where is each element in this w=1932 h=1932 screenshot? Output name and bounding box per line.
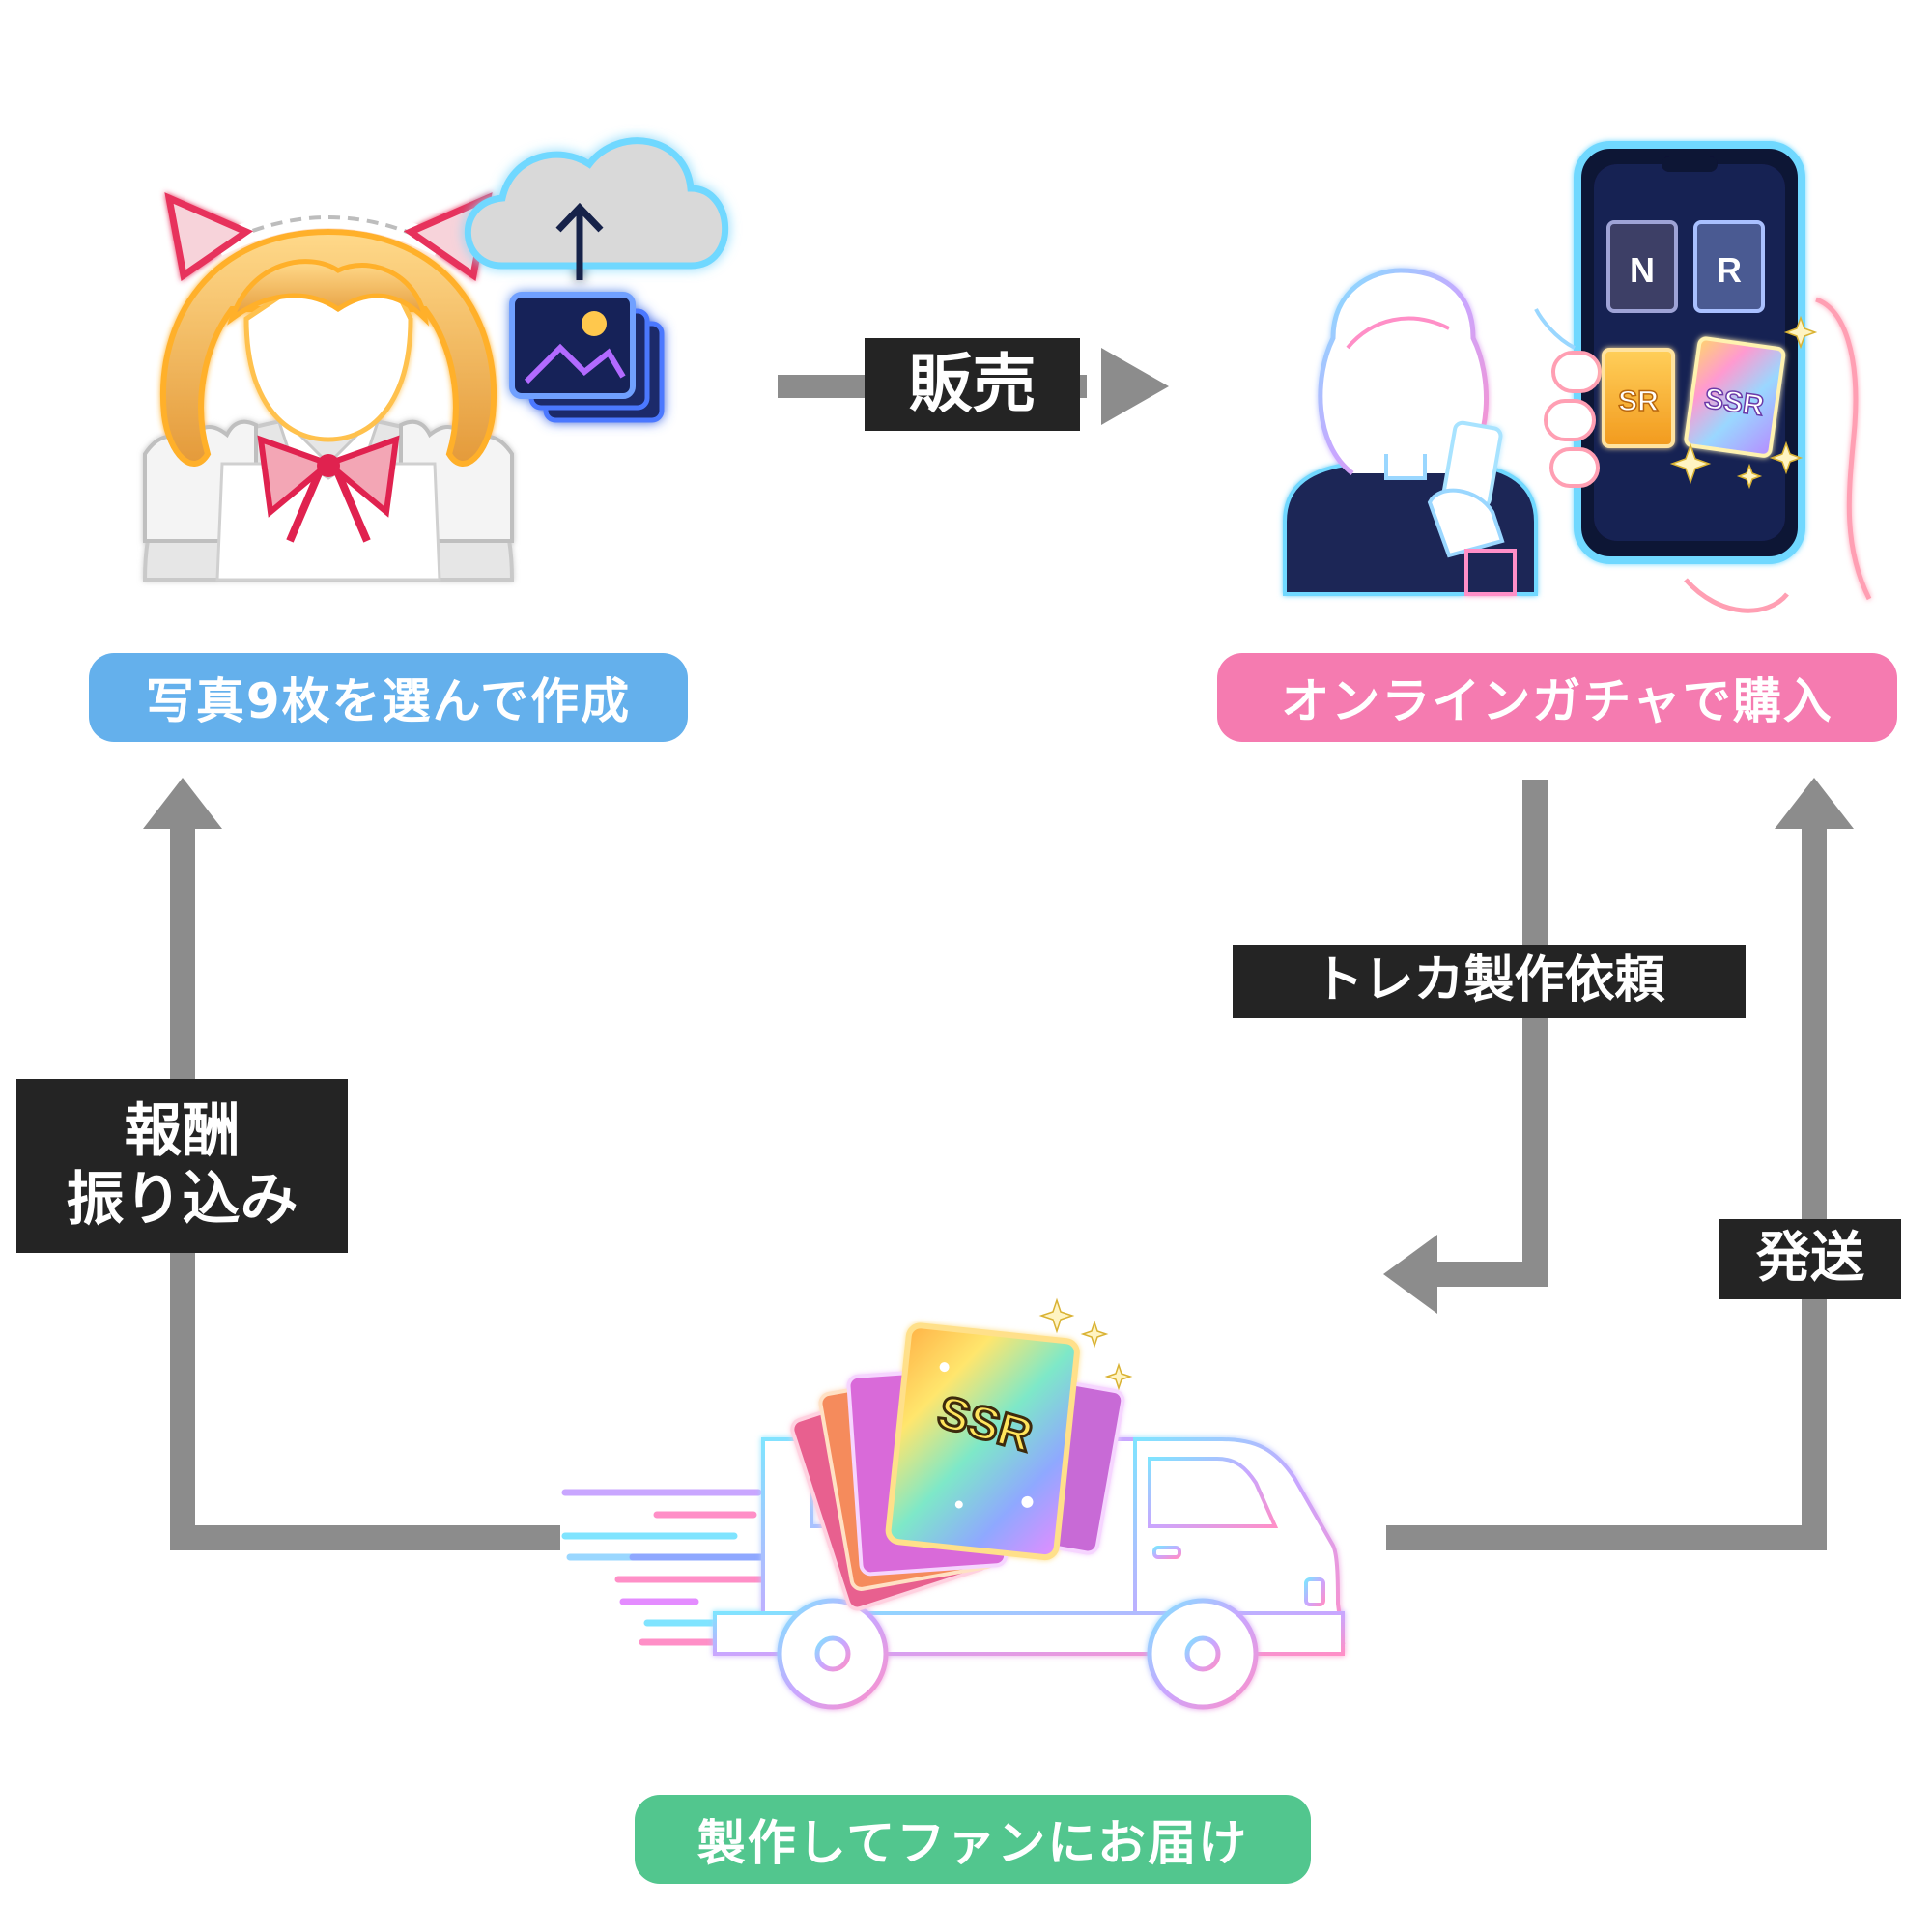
edge-sell-label: 販売 (865, 338, 1080, 431)
card-r (1693, 220, 1765, 313)
edge-reward-line2: 振り込み (66, 1166, 298, 1234)
edge-reward-label: 報酬 振り込み (16, 1079, 348, 1253)
edge-reward-line1: 報酬 (124, 1097, 241, 1166)
fan-with-phone-icon (1283, 268, 1538, 596)
edge-request-label: トレカ製作依頼 (1233, 945, 1746, 1018)
ssr-card-stack-icon: SSR (790, 1322, 1125, 1611)
step-deliver-label: 製作してファンにお届け (635, 1795, 1311, 1884)
step-purchase-label: オンラインガチャで購入 (1217, 653, 1897, 742)
card-r-label: R (1717, 250, 1742, 290)
step-create-label: 写真9枚を選んで作成 (89, 653, 688, 742)
photo-stack-icon (509, 292, 665, 423)
sparkle-icon (1669, 315, 1818, 490)
sparkle-icon (1038, 1297, 1133, 1391)
cloud-upload-icon (464, 137, 729, 280)
card-sr-label: SR (1618, 385, 1659, 417)
card-n-label: N (1630, 250, 1655, 290)
card-sr (1602, 348, 1675, 448)
maid-idol-icon (142, 192, 515, 582)
delivery-truck-icon: SSR (561, 1297, 1346, 1710)
edge-ship-label: 発送 (1719, 1219, 1901, 1299)
arrow-request (1383, 780, 1548, 1314)
smartphone-gacha-icon: N R SR SSR (1534, 141, 1872, 613)
card-n (1606, 220, 1678, 313)
card-ssr (1684, 336, 1786, 458)
arrow-ship (1386, 778, 1854, 1550)
